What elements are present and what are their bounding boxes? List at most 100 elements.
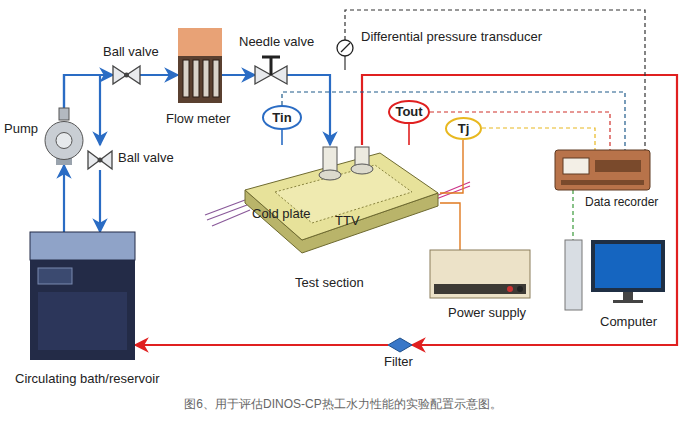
filter-icon <box>388 338 412 352</box>
meter-top <box>178 28 222 56</box>
monitor-foot <box>613 300 643 303</box>
part-label: TTV <box>335 213 360 228</box>
monitor-screen <box>595 244 661 288</box>
sensor-outline <box>446 118 481 139</box>
filter: Filter <box>388 338 412 352</box>
data-recorder-icon <box>555 150 650 190</box>
pipe-line <box>440 203 460 250</box>
flow-meter: Flow meter <box>178 28 222 103</box>
component-label: Tin <box>272 110 291 125</box>
figure-caption: 图6、用于评估DINOS-CP热工水力性能的实验配置示意图。 <box>0 396 686 413</box>
component-label: Filter <box>384 355 413 370</box>
valve-body <box>88 151 112 169</box>
pipe-line <box>140 74 178 76</box>
meter-tube <box>183 60 189 97</box>
valve-body <box>113 66 140 84</box>
component-label: Pump <box>4 122 38 137</box>
transducer-tap <box>344 56 345 70</box>
bath-cabinet <box>30 232 135 360</box>
recorder-strip <box>561 180 644 185</box>
pipe-line <box>135 344 388 346</box>
valve-ball <box>98 158 103 163</box>
signal-line <box>430 112 610 150</box>
recorder-screen <box>563 158 589 174</box>
component-label: Data recorder <box>585 196 658 210</box>
component-label: Tout <box>395 105 422 120</box>
recorder-case <box>555 150 650 190</box>
power-supply: Power supply <box>430 250 530 298</box>
bath-panel <box>38 292 127 350</box>
filter-body <box>388 338 412 352</box>
meter-body <box>178 56 222 103</box>
component-label: Tj <box>458 121 470 136</box>
pressure-transducer: Differential pressure transducer <box>337 40 353 56</box>
pc-tower <box>565 240 582 310</box>
component-label: Cold plate <box>252 207 311 222</box>
fitting-base <box>319 170 341 180</box>
pipe-line <box>408 124 410 145</box>
bath-top <box>30 232 135 260</box>
pipe-line <box>64 75 113 108</box>
pump-volute <box>45 122 83 160</box>
meter-tube <box>213 60 219 97</box>
needle-valve-icon <box>255 55 287 85</box>
flow-meter-icon <box>178 28 222 103</box>
component-label: Computer <box>600 315 657 330</box>
power-supply-icon <box>430 250 530 298</box>
computer: Computer <box>565 240 665 310</box>
circulating-bath-icon <box>30 232 135 360</box>
pump-icon <box>40 108 88 165</box>
sensor-outline <box>263 106 301 129</box>
sensor-outline <box>389 101 429 123</box>
component-label: Ball valve <box>116 151 176 166</box>
monitor-frame <box>591 240 665 292</box>
component-label: Power supply <box>448 306 526 321</box>
ball-valve: Ball valve <box>88 145 112 170</box>
temperature-sensor: Tout <box>388 100 430 124</box>
temperature-sensor: Tin <box>262 105 302 130</box>
monitor-stand <box>623 292 633 300</box>
needle-valve: Needle valve <box>255 55 287 85</box>
meter-tube <box>203 60 209 97</box>
pressure-transducer-icon <box>337 40 353 56</box>
valve-handle <box>262 57 280 75</box>
psu-case <box>430 250 530 298</box>
pipe-line <box>222 74 255 76</box>
circulating-bath: Circulating bath/reservoir <box>30 232 135 360</box>
component-label: Differential pressure transducer <box>359 30 544 45</box>
signal-line <box>282 92 625 150</box>
psu-terminal <box>507 286 513 292</box>
pipe-line <box>440 140 463 193</box>
cold-plate-icon <box>240 145 440 265</box>
pump: Pump <box>40 108 88 165</box>
component-label: Ball valve <box>101 45 161 60</box>
signal-line <box>572 190 573 240</box>
gauge-needle <box>341 43 350 52</box>
pipe-line <box>99 170 101 232</box>
fitting-base <box>351 164 373 174</box>
ball-valve: Ball valve <box>113 65 140 85</box>
signal-line <box>345 10 645 150</box>
component-label: Circulating bath/reservoir <box>15 372 160 387</box>
data-recorder: Data recorder <box>555 150 650 190</box>
pump-hub <box>56 133 72 149</box>
meter-tube <box>193 60 199 97</box>
psu-panel <box>434 284 526 294</box>
cold-plate: Cold plateTest section <box>240 145 440 265</box>
plate-top <box>245 153 438 240</box>
recorder-keys <box>595 160 641 172</box>
section-label: Test section <box>295 276 364 291</box>
computer-icon <box>565 240 665 310</box>
gauge-dial <box>337 40 353 56</box>
pipe-line <box>281 130 283 145</box>
valve-ball <box>124 73 129 78</box>
temperature-sensor: Tj <box>445 117 482 140</box>
pump-outlet <box>59 108 69 120</box>
psu-terminal <box>517 286 523 292</box>
signal-line <box>482 128 595 150</box>
pipe-line <box>63 165 65 232</box>
bath-display <box>38 268 72 284</box>
ball-valve-icon <box>88 145 112 170</box>
ball-valve-icon <box>113 65 140 85</box>
component-label: Needle valve <box>237 35 316 50</box>
